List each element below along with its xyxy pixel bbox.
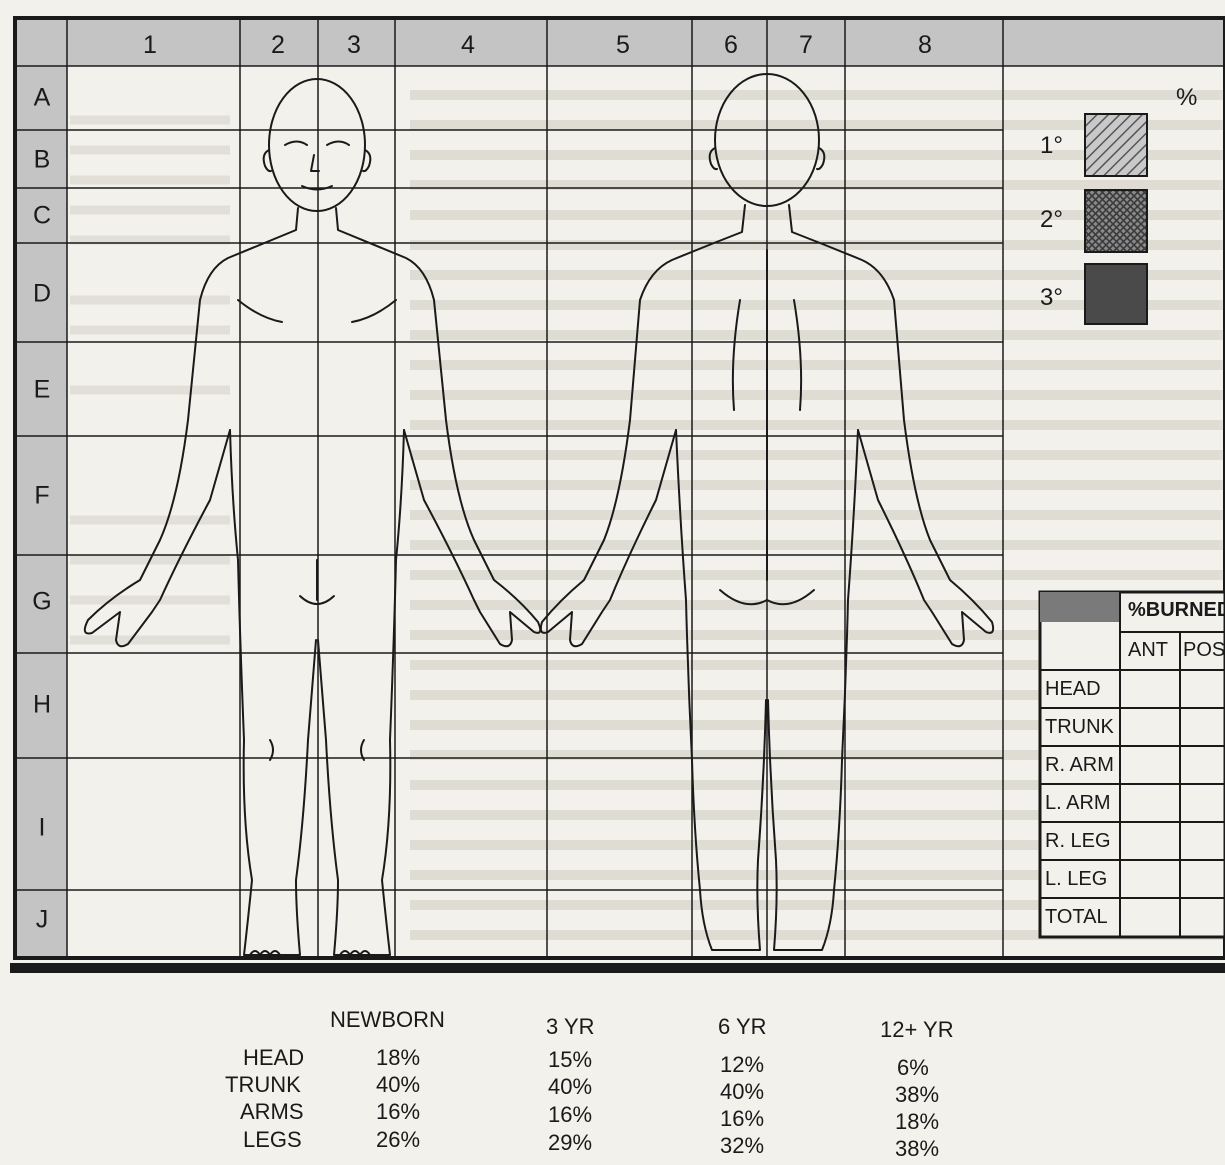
age-header-newborn: NEWBORN (330, 1009, 445, 1031)
age-value-trunk-3yr: 40% (548, 1076, 592, 1098)
column-label-5: 5 (616, 33, 630, 58)
row-label-d: D (33, 282, 51, 307)
age-row-legs-label: LEGS (243, 1129, 302, 1151)
column-label-7: 7 (799, 33, 813, 58)
age-value-arms-3yr: 16% (548, 1104, 592, 1126)
row-label-b: B (34, 148, 51, 173)
row-label-c: C (33, 204, 51, 229)
column-label-4: 4 (461, 33, 475, 58)
age-header-3yr: 3 YR (546, 1016, 595, 1038)
row-label-f: F (34, 484, 49, 509)
age-value-legs-6yr: 32% (720, 1135, 764, 1157)
burn-table-col-ant: ANT (1128, 640, 1168, 660)
row-label-i: I (39, 816, 46, 841)
age-header-6yr: 6 YR (718, 1016, 767, 1038)
legend-percent-header: % (1176, 86, 1197, 110)
age-value-arms-6yr: 16% (720, 1108, 764, 1130)
burn-table-row-total: TOTAL (1045, 907, 1108, 927)
age-row-arms-label: ARMS (240, 1101, 304, 1123)
age-value-head-newborn: 18% (376, 1047, 420, 1069)
column-label-3: 3 (347, 33, 361, 58)
row-label-j: J (36, 908, 49, 933)
age-value-legs-newborn: 26% (376, 1129, 420, 1151)
column-label-6: 6 (724, 33, 738, 58)
age-value-head-6yr: 12% (720, 1054, 764, 1076)
burn-table-row-r-leg: R. LEG (1045, 831, 1111, 851)
column-label-8: 8 (918, 33, 932, 58)
column-label-2: 2 (271, 33, 285, 58)
legend-second-degree-label: 2° (1040, 208, 1063, 232)
age-value-legs-3yr: 29% (548, 1132, 592, 1154)
column-label-1: 1 (143, 33, 157, 58)
legend-third-degree-label: 3° (1040, 286, 1063, 310)
burn-table-row-l-arm: L. ARM (1045, 793, 1111, 813)
burn-table-row-head: HEAD (1045, 679, 1101, 699)
age-row-head-label: HEAD (243, 1047, 304, 1069)
first-degree-swatch (1085, 114, 1147, 176)
legend-first-degree-label: 1° (1040, 134, 1063, 158)
age-value-legs-12yr: 38% (895, 1138, 939, 1160)
burn-table-row-l-leg: L. LEG (1045, 869, 1107, 889)
age-value-head-12yr: 6% (897, 1057, 929, 1079)
burn-table-col-pos: POS (1183, 640, 1225, 660)
burn-table-row-r-arm: R. ARM (1045, 755, 1114, 775)
age-value-trunk-6yr: 40% (720, 1081, 764, 1103)
burn-table-title: %BURNED (1128, 600, 1225, 620)
row-label-h: H (33, 693, 51, 718)
third-degree-swatch (1085, 264, 1147, 324)
row-label-g: G (32, 590, 51, 615)
age-value-arms-newborn: 16% (376, 1101, 420, 1123)
age-value-head-3yr: 15% (548, 1049, 592, 1071)
age-row-trunk-label: TRUNK (225, 1074, 301, 1096)
burn-table-row-trunk: TRUNK (1045, 717, 1114, 737)
row-label-e: E (34, 378, 51, 403)
second-degree-swatch (1085, 190, 1147, 252)
row-label-a: A (34, 86, 51, 111)
age-header-12yr: 12+ YR (880, 1019, 954, 1041)
age-value-arms-12yr: 18% (895, 1111, 939, 1133)
age-value-trunk-newborn: 40% (376, 1074, 420, 1096)
age-value-trunk-12yr: 38% (895, 1084, 939, 1106)
